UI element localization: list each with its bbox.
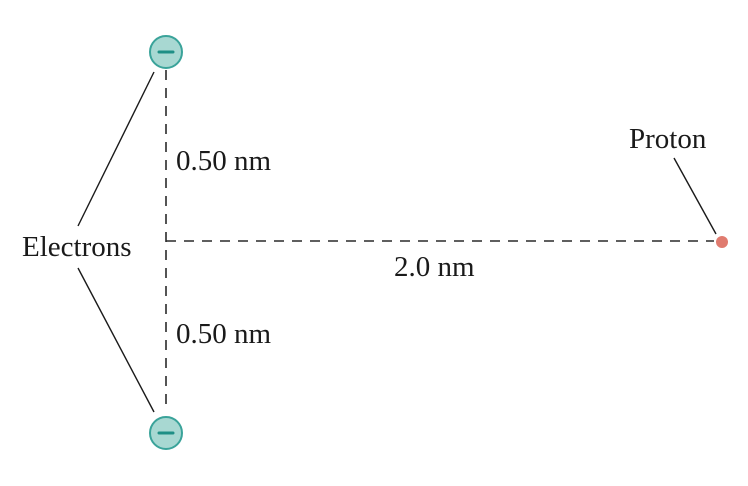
top-distance-label: 0.50 nm <box>176 145 272 177</box>
electrons-leader-top <box>77 71 155 227</box>
proton-label: Proton <box>629 123 707 155</box>
bottom-distance-label: 0.50 nm <box>176 318 272 350</box>
electron-bottom <box>149 416 183 450</box>
electrons-leader-bottom <box>77 267 155 413</box>
proton-leader <box>673 157 717 235</box>
horizontal-distance-label: 2.0 nm <box>394 251 475 283</box>
proton-dot <box>716 236 728 248</box>
electron-top <box>149 35 183 69</box>
electrons-label: Electrons <box>22 231 132 263</box>
